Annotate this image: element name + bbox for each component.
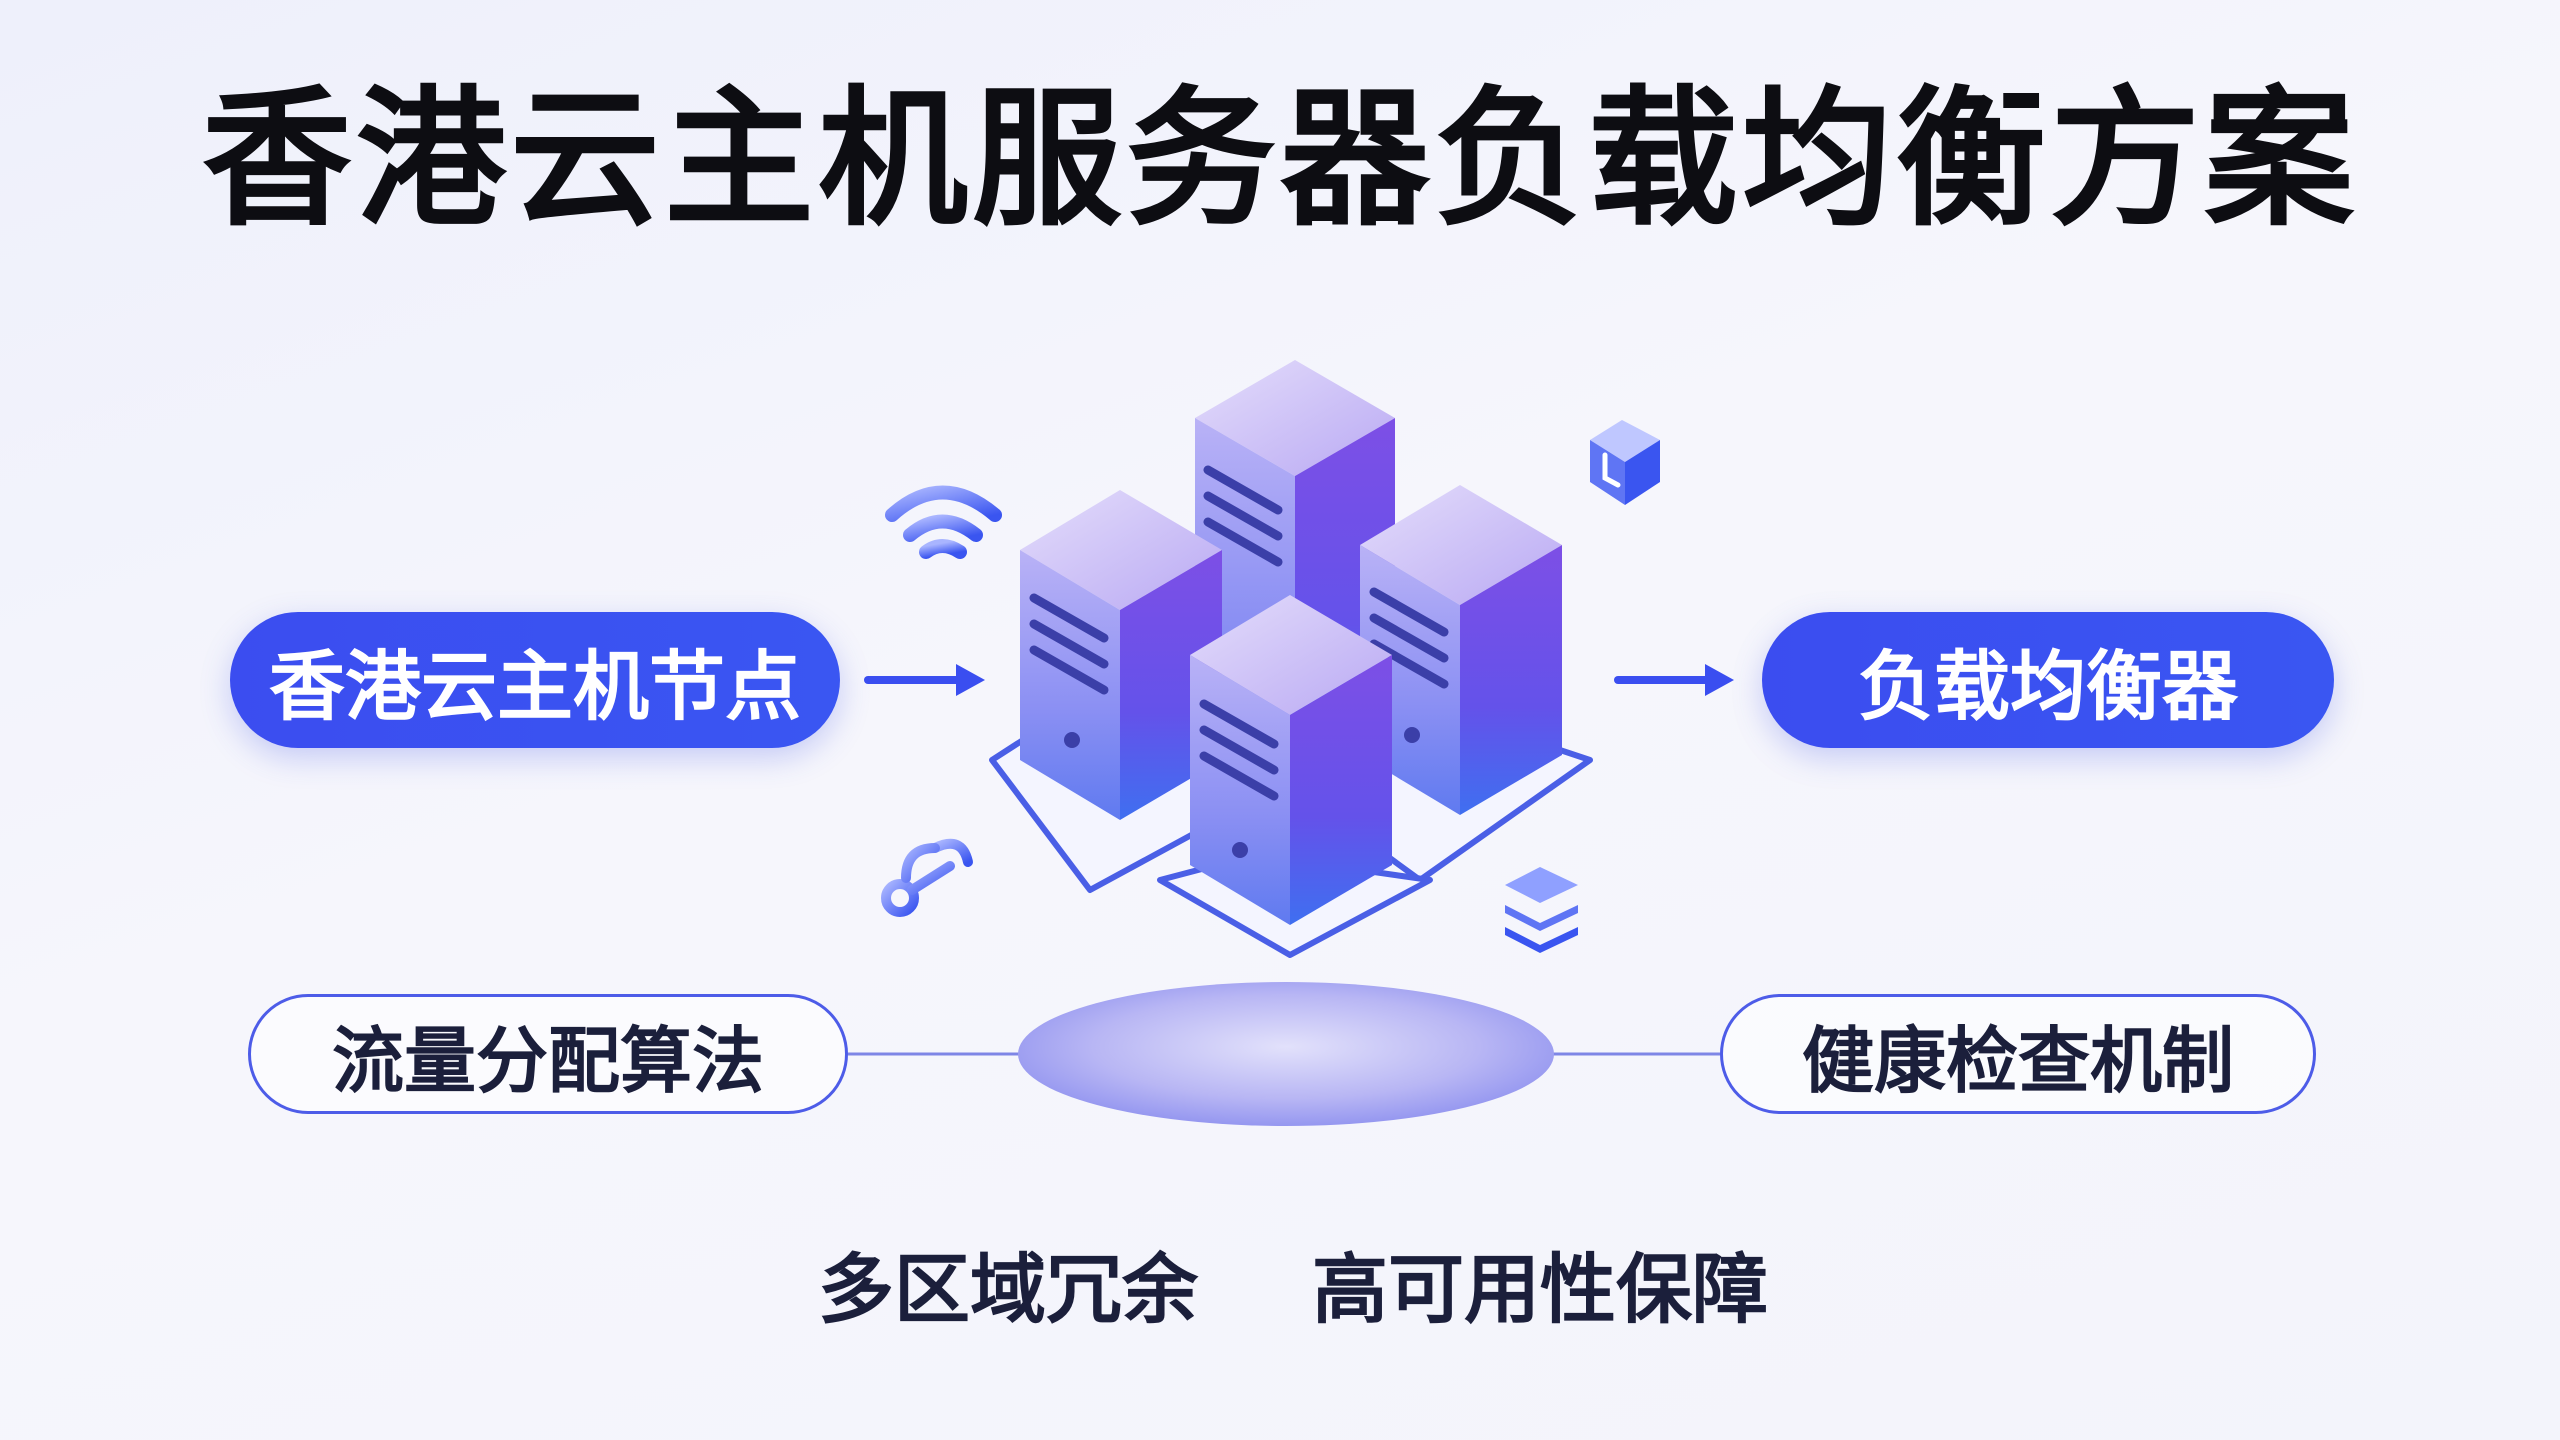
health-check-pill: 健康检查机制: [1720, 994, 2316, 1114]
central-disc: [1018, 982, 1554, 1126]
load-balancer-label: 负载均衡器: [1858, 642, 2238, 731]
hk-node-pill: 香港云主机节点: [230, 612, 840, 748]
server-icon-left: [1020, 490, 1222, 820]
redundancy-label: 多区域冗余: [818, 1245, 1198, 1334]
server-icon-right: [1360, 485, 1562, 815]
high-availability-label: 高可用性保障: [1312, 1245, 1768, 1334]
load-balancer-pill: 负载均衡器: [1762, 612, 2334, 748]
wifi-icon: [885, 485, 1002, 559]
page-title: 香港云主机服务器负载均衡方案: [201, 73, 2358, 247]
traffic-algorithm-pill: 流量分配算法: [248, 994, 848, 1114]
arrow-icon-left: [864, 664, 985, 696]
network-icon: [881, 838, 973, 917]
hk-node-label: 香港云主机节点: [269, 642, 801, 731]
traffic-algorithm-label: 流量分配算法: [331, 1018, 764, 1103]
server-icon-front: [1190, 595, 1392, 925]
health-check-label: 健康检查机制: [1801, 1018, 2234, 1103]
stack-icon: [1505, 867, 1578, 953]
arrow-icon-right: [1614, 664, 1734, 696]
cube-icon: [1590, 420, 1660, 505]
